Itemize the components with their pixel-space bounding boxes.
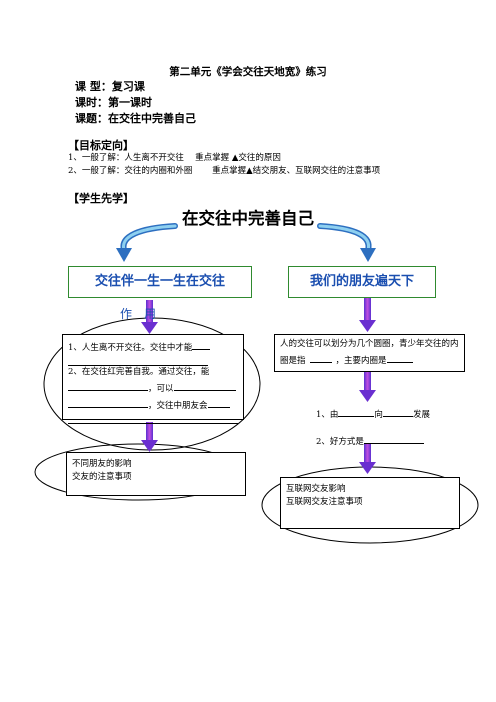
right-bottom-line-2: 互联网交友注意事项: [286, 497, 363, 507]
arrow-down-icon-1: [141, 300, 158, 334]
left-bottom-box: 不同朋友的影响 交友的注意事项: [66, 452, 246, 496]
left-box-blank-1: [68, 355, 208, 366]
goals-heading: 【目标定向】: [68, 139, 134, 152]
left-header-box: 交往伴一生一生在交往: [68, 266, 252, 298]
arrow-down-icon-3: [359, 296, 376, 332]
right-bottom-line-1: 互联网交友影响: [286, 484, 346, 494]
left-box-line-1: 1、人生离不开交往。交往中才能: [68, 338, 238, 355]
mindmap-main-title: 在交往中完善自己: [182, 209, 314, 228]
preview-heading: 【学生先学】: [68, 192, 134, 205]
left-bottom-line-2: 交友的注意事项: [72, 472, 132, 482]
left-box-line-4: ，交往中朋友会: [68, 396, 238, 413]
worksheet-title: 第二单元《学会交往天地宽》练习: [169, 66, 327, 78]
lesson-topic: 课题：在交往中完善自己: [75, 112, 196, 125]
zuoyong-label: 作 用: [120, 307, 157, 321]
left-content-box: 1、人生离不开交往。交往中才能 2、在交往红完善自我。通过交往，能 ，可以 ，交…: [62, 334, 244, 424]
lesson-time: 课时：第一课时: [75, 96, 152, 109]
arrow-down-icon-2: [141, 422, 158, 452]
right-mid-line-1: 1、由向发展: [316, 405, 430, 421]
right-bottom-box: 互联网交友影响 互联网交友注意事项: [280, 477, 460, 529]
arrow-down-icon-4: [359, 372, 376, 402]
lesson-type: 课 型：复习课: [75, 80, 145, 93]
goal-line-1: 1、一般了解：人生离不开交往 重点掌握 ▲交往的原因: [68, 153, 281, 163]
left-bottom-line-1: 不同朋友的影响: [72, 459, 132, 469]
left-box-blank-2: [68, 413, 238, 424]
curve-arrow-right-icon: [317, 223, 376, 262]
right-content-box: 人的交往可以划分为几个圆圈，青少年交往的内圈是指，主要内圈是: [274, 334, 465, 372]
left-box-line-3: ，可以: [68, 379, 238, 396]
goal-line-2: 2、一般了解：交往的内圈和外圈 重点掌握▲结交朋友、互联网交往的注意事项: [68, 166, 381, 176]
left-box-line-2: 2、在交往红完善自我。通过交往，能: [68, 367, 210, 377]
curve-arrow-left-icon: [116, 223, 178, 262]
arrow-down-icon-5: [359, 444, 376, 474]
right-mid-line-2: 2、好方式是: [316, 432, 424, 448]
right-header-box: 我们的朋友遍天下: [288, 266, 436, 298]
